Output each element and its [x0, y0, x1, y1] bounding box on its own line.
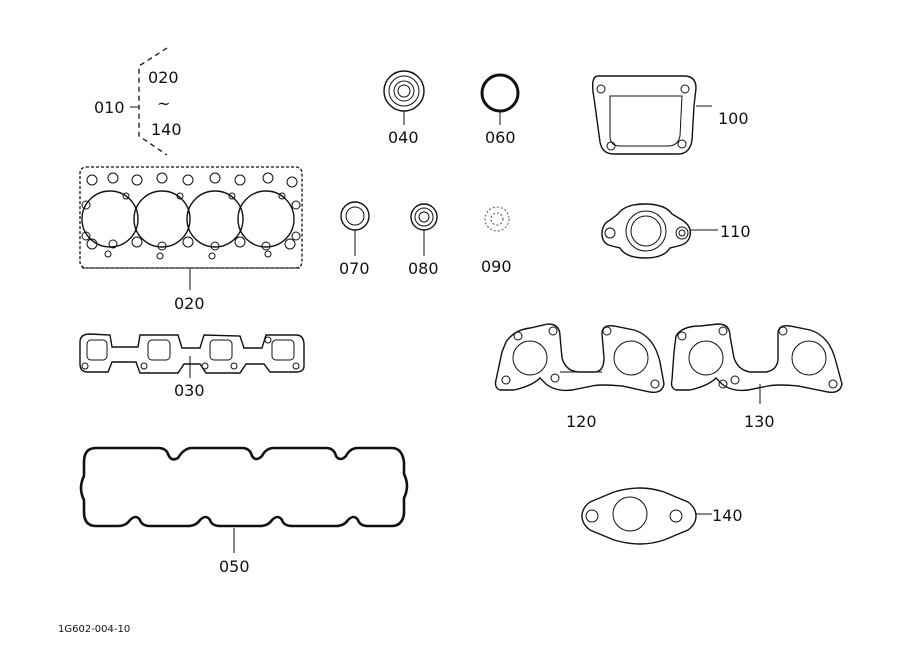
head-cover-gasket[interactable]: 050 — [79, 446, 409, 576]
exhaust-manifold-gasket-120[interactable]: 120 — [494, 323, 665, 431]
callout-070: 070 — [339, 259, 370, 278]
callout-110: 110 — [720, 222, 751, 241]
seal-080[interactable]: 080 — [408, 203, 439, 278]
callout-040: 040 — [388, 128, 419, 147]
range-from-label: 020 — [148, 68, 179, 87]
range-to-label: 140 — [151, 120, 182, 139]
flange-gasket-140[interactable]: 140 — [581, 487, 743, 545]
callout-130: 130 — [744, 412, 775, 431]
exhaust-manifold-gasket-130[interactable]: 130 — [670, 323, 843, 431]
set-bracket: 010 020 ~ 140 — [94, 47, 182, 156]
drawing-code: 1G602-004-10 — [58, 624, 130, 635]
flange-gasket-110[interactable]: 110 — [601, 203, 751, 259]
washer-090[interactable]: 090 — [481, 206, 512, 276]
ring-070[interactable]: 070 — [339, 201, 370, 278]
o-ring-060[interactable]: 060 — [480, 73, 520, 147]
callout-140: 140 — [712, 506, 743, 525]
callout-010: 010 — [94, 98, 125, 117]
callout-080: 080 — [408, 259, 439, 278]
range-tilde: ~ — [157, 94, 170, 113]
callout-120: 120 — [566, 412, 597, 431]
callout-050: 050 — [219, 557, 250, 576]
callout-030: 030 — [174, 381, 205, 400]
callout-060: 060 — [485, 128, 516, 147]
callout-020: 020 — [174, 294, 205, 313]
intake-manifold-gasket[interactable]: 030 — [79, 333, 305, 400]
cylinder-head-gasket[interactable]: 020 — [79, 166, 303, 313]
callout-090: 090 — [481, 257, 512, 276]
callout-100: 100 — [718, 109, 749, 128]
seal-040[interactable]: 040 — [383, 70, 425, 147]
plate-gasket-100[interactable]: 100 — [591, 75, 749, 155]
